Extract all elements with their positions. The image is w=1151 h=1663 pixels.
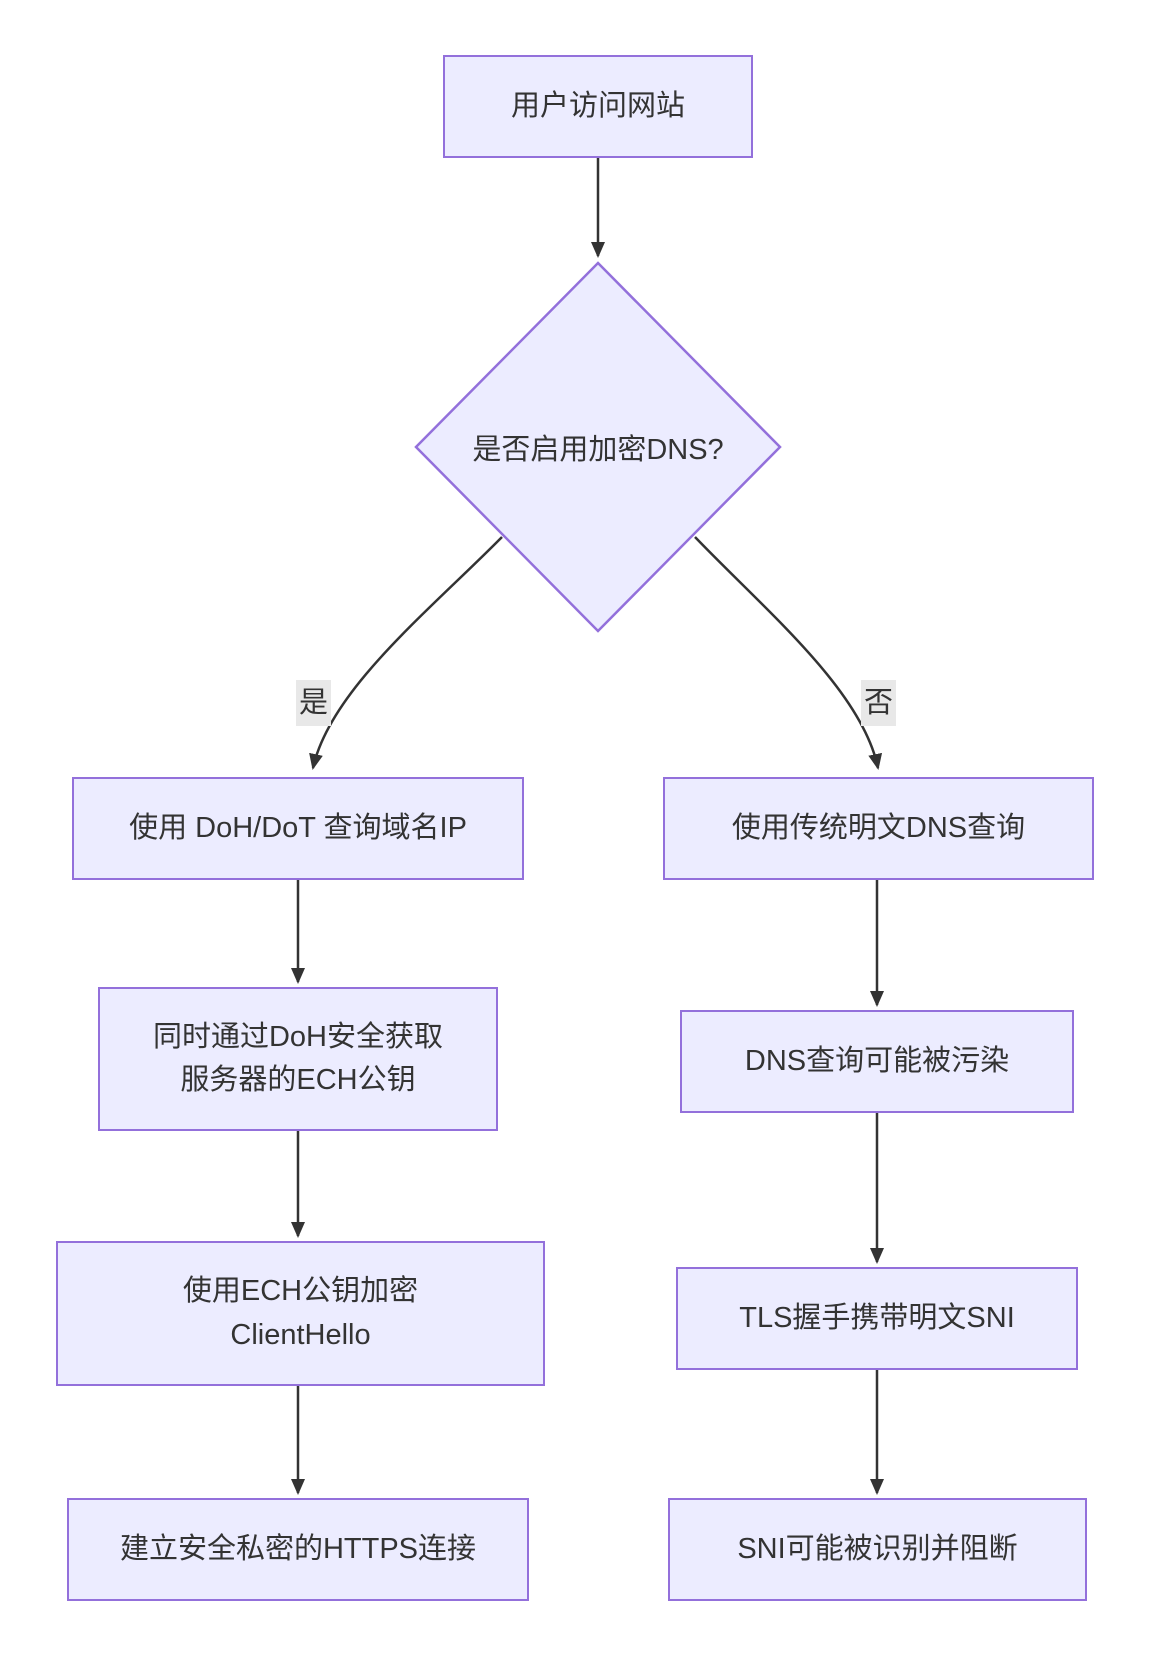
node-tls-sni: TLS握手携带明文SNI (676, 1267, 1078, 1370)
node-plain-dns: 使用传统明文DNS查询 (663, 777, 1094, 880)
node-decision-label: 是否启用加密DNS? (472, 434, 724, 466)
node-doh-query-label: 使用 DoH/DoT 查询域名IP (129, 811, 467, 844)
node-ech-fetch-line1: 同时通过DoH安全获取 (152, 1020, 443, 1053)
node-dns-pollution: DNS查询可能被污染 (680, 1010, 1074, 1113)
node-ech-fetch: 同时通过DoH安全获取 服务器的ECH公钥 (98, 987, 498, 1131)
edge-label-no: 否 (861, 680, 897, 727)
node-sni-block-label: SNI可能被识别并阻断 (737, 1532, 1018, 1565)
node-start: 用户访问网站 (443, 55, 753, 158)
node-https-ok: 建立安全私密的HTTPS连接 (67, 1498, 529, 1601)
node-sni-block: SNI可能被识别并阻断 (668, 1498, 1087, 1601)
edge-label-yes: 是 (296, 680, 332, 727)
node-dns-pollution-label: DNS查询可能被污染 (744, 1044, 1010, 1077)
node-decision-shape (414, 261, 782, 633)
node-ech-encrypt-line2: ClientHello (230, 1318, 371, 1351)
node-https-ok-label: 建立安全私密的HTTPS连接 (119, 1532, 477, 1565)
node-tls-sni-label: TLS握手携带明文SNI (739, 1301, 1015, 1334)
node-ech-fetch-line2: 服务器的ECH公钥 (180, 1064, 416, 1096)
node-start-label: 用户访问网站 (510, 89, 685, 122)
edge-decision-no (694, 536, 883, 770)
edge-decision-yes (309, 536, 503, 770)
node-plain-dns-label: 使用传统明文DNS查询 (731, 811, 1026, 844)
node-decision: 是否启用加密DNS? (416, 263, 780, 631)
node-ech-encrypt: 使用ECH公钥加密 ClientHello (56, 1241, 545, 1386)
node-doh-query: 使用 DoH/DoT 查询域名IP (72, 777, 524, 880)
node-ech-encrypt-line1: 使用ECH公钥加密 (182, 1275, 419, 1307)
